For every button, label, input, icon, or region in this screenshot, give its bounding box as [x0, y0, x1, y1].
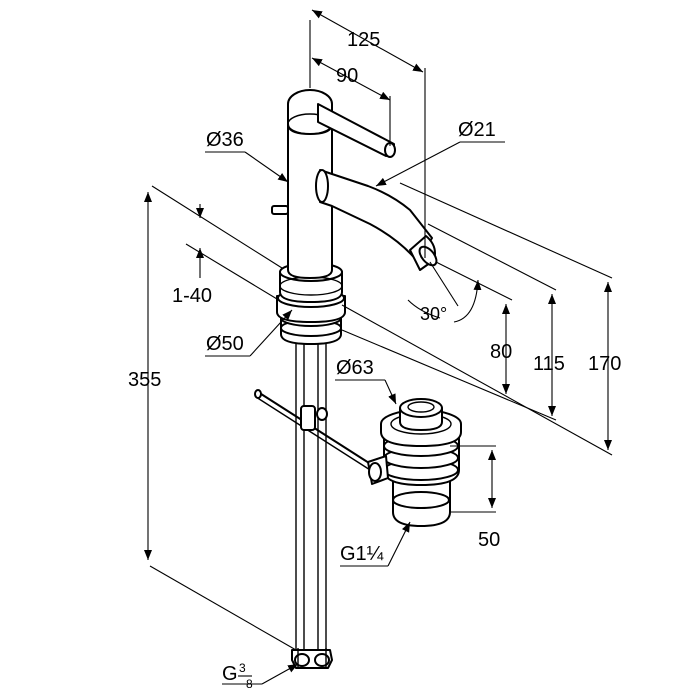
dim-80-label: 80: [490, 341, 512, 363]
dim-angle-30-label: 30°: [420, 304, 447, 324]
dim-115-label: 115: [533, 353, 565, 375]
thread-g1-1-4-label: G1¼: [340, 543, 384, 565]
supply-hoses: [291, 340, 333, 669]
svg-text:3: 3: [239, 661, 246, 675]
dim-diameter-36-label: Ø36: [206, 129, 244, 151]
pop-up-rod: [254, 389, 381, 476]
dimension-labels: 125 90 Ø36 Ø21 1-40 30° Ø50 80 115 170 3…: [128, 29, 621, 691]
dim-diameter-21-label: Ø21: [458, 119, 496, 141]
dim-1-40-label: 1-40: [172, 285, 212, 307]
dim-50-label: 50: [478, 529, 500, 551]
dim-355-label: 355: [128, 369, 161, 391]
svg-text:8: 8: [246, 677, 253, 691]
dim-90-label: 90: [336, 65, 358, 87]
thread-g3-8-label: G 3 8: [222, 661, 253, 691]
svg-text:G: G: [222, 663, 238, 685]
dim-170-label: 170: [588, 353, 621, 375]
dim-125-label: 125: [347, 29, 380, 51]
drain-assembly: [367, 398, 462, 527]
dimension-lines: [144, 9, 613, 685]
faucet-body: [271, 89, 438, 345]
dim-diameter-63-label: Ø63: [336, 357, 374, 379]
dim-diameter-50-label: Ø50: [206, 333, 244, 355]
